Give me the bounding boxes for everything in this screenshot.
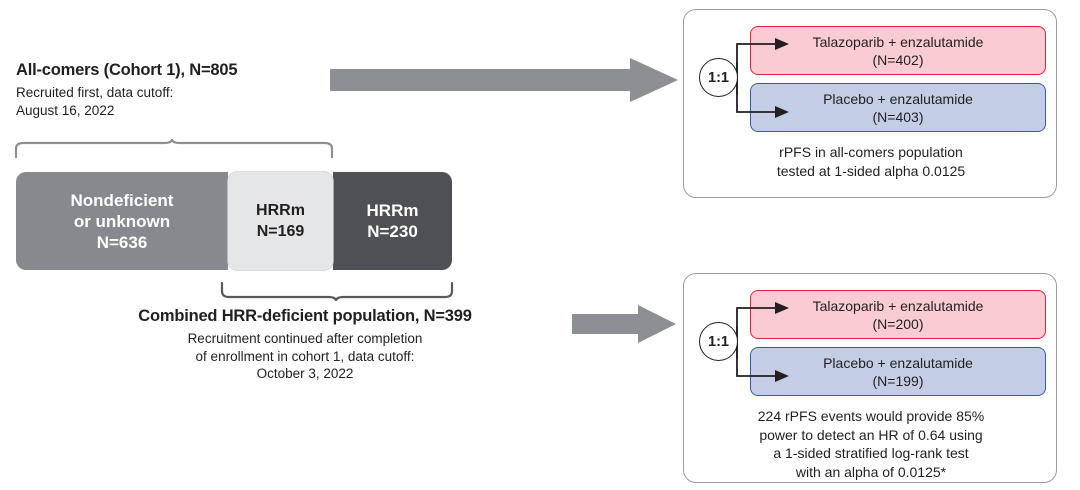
treatment-arm-placebo-enzalutamide: Placebo + enzalutamide (N=199)	[750, 347, 1046, 396]
combined-subtitle-line-2: of enrollment in cohort 1, data cutoff:	[195, 348, 415, 364]
combined-hrd-title: Combined HRR-deficient population, N=399	[138, 307, 472, 325]
note-line-4: with an alpha of 0.0125*	[795, 463, 947, 480]
combined-subtitle-line-3: October 3, 2022	[256, 366, 354, 381]
segment-line-1: Nondeficient	[70, 190, 174, 210]
segment-line-2: or unknown	[73, 211, 171, 231]
arm-label: Talazoparib + enzalutamide	[812, 297, 984, 314]
note-line-2: tested at 1-sided alpha 0.0125	[776, 162, 966, 179]
segment-line-2: N=230	[367, 222, 418, 241]
arm-label: Placebo + enzalutamide	[823, 90, 973, 107]
flow-arrow-icon-bottom	[572, 305, 676, 343]
arm-label: Talazoparib + enzalutamide	[812, 33, 984, 50]
treatment-arm-talazoparib-enzalutamide: Talazoparib + enzalutamide (N=200)	[750, 290, 1046, 339]
arm-count: (N=199)	[872, 372, 924, 389]
arm-count: (N=403)	[872, 108, 924, 125]
allcomers-subtitle-line-2: August 16, 2022	[16, 102, 115, 118]
combined-hrd-subtitle: Recruitment continued after completion o…	[60, 330, 550, 383]
treatment-arm-placebo-enzalutamide: Placebo + enzalutamide (N=403)	[750, 83, 1046, 132]
flow-arrow-icon-top	[330, 58, 678, 102]
brace-allcomers	[14, 138, 334, 158]
treatment-arm-talazoparib-enzalutamide: Talazoparib + enzalutamide (N=402)	[750, 26, 1046, 75]
arm-count: (N=402)	[872, 51, 924, 68]
combined-subtitle-line-1: Recruitment continued after completion	[187, 331, 423, 346]
panel-note-hrd: 224 rPFS events would provide 85% power …	[694, 407, 1048, 481]
allcomers-subtitle-line-1: Recruited first, data cutoff:	[16, 85, 174, 100]
cohort-segment-hrrm-cohort2: HRRm N=230	[333, 172, 452, 270]
cohort-bar: Nondeficient or unknown N=636 HRRm N=169…	[16, 172, 452, 270]
note-line-1: rPFS in all-comers population	[779, 144, 963, 160]
segment-line-1: HRRm	[366, 201, 419, 220]
allcomers-title: All-comers (Cohort 1), N=805	[16, 61, 238, 79]
cohort-segment-hrrm-cohort1: HRRm N=169	[228, 172, 333, 270]
note-line-1: 224 rPFS events would provide 85%	[757, 408, 985, 424]
panel-allcomers-randomization: 1:1 Talazoparib + enzalutamide (N=402) P…	[683, 9, 1057, 198]
segment-line-3: N=636	[96, 232, 148, 252]
arm-count: (N=200)	[872, 315, 924, 332]
panel-note-allcomers: rPFS in all-comers population tested at …	[694, 143, 1048, 180]
segment-line-1: HRRm	[256, 202, 305, 219]
segment-line-2: N=169	[256, 223, 305, 240]
arm-label: Placebo + enzalutamide	[823, 354, 973, 371]
randomization-ratio-badge: 1:1	[699, 58, 738, 97]
randomization-ratio-badge: 1:1	[699, 322, 738, 361]
cohort-segment-nondeficient: Nondeficient or unknown N=636	[16, 172, 228, 270]
note-line-3: a 1-sided stratified log-rank test	[773, 445, 969, 461]
allcomers-subtitle: Recruited first, data cutoff: August 16,…	[16, 84, 346, 119]
note-line-2: power to detect an HR of 0.64 using	[759, 426, 983, 443]
panel-hrd-randomization: 1:1 Talazoparib + enzalutamide (N=200) P…	[683, 273, 1057, 483]
brace-combined-hrd	[220, 282, 454, 302]
